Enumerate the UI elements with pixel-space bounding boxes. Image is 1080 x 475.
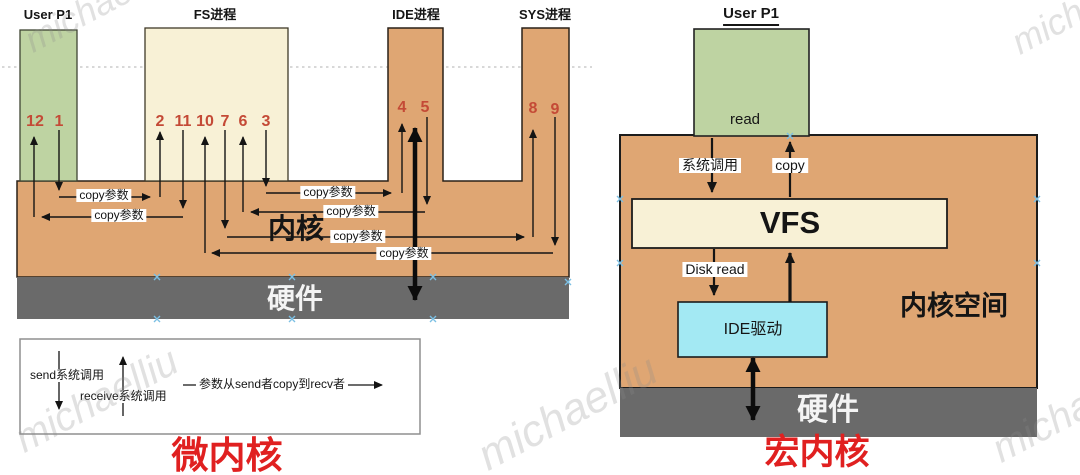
kernel-space-label: 内核空间 xyxy=(900,291,1008,321)
selection-handle xyxy=(288,273,296,281)
seq-number-1: 1 xyxy=(54,113,64,130)
ide-driver-box xyxy=(677,301,828,358)
copy-param-label-1: copy参数 xyxy=(76,188,132,203)
vfs-box xyxy=(631,198,948,249)
disk-read-label: Disk read xyxy=(682,261,748,278)
seq-number-10: 10 xyxy=(196,113,214,130)
left-kernel-label: 内核 xyxy=(267,213,325,244)
syscall-label: 系统调用 xyxy=(679,157,741,174)
ide-driver-label: IDE驱动 xyxy=(723,321,783,338)
user-p1-process-box xyxy=(19,29,78,182)
seq-number-8: 8 xyxy=(528,100,538,117)
left-process-label-ide: IDE进程 xyxy=(392,7,440,22)
seq-number-4: 4 xyxy=(397,99,407,116)
selection-handles xyxy=(153,132,1041,323)
monolithic-hardware-bar xyxy=(620,388,1037,437)
seq-number-9: 9 xyxy=(550,101,560,118)
seq-number-12: 12 xyxy=(26,113,44,130)
copy-param-label-5: copy参数 xyxy=(330,229,386,244)
legend-receive-label: receive系统调用 xyxy=(77,389,170,404)
copy-param-label-6: copy参数 xyxy=(376,246,432,261)
copy-param-label-2: copy参数 xyxy=(91,208,147,223)
seq-number-6: 6 xyxy=(238,113,248,130)
read-label: read xyxy=(729,111,761,128)
microkernel-hardware-bar xyxy=(17,277,569,319)
vfs-label: VFS xyxy=(759,205,821,240)
copy-param-label-3: copy参数 xyxy=(300,185,356,200)
user-p1-process-box-right xyxy=(693,28,810,137)
selection-handle xyxy=(616,259,624,267)
selection-handle xyxy=(1033,259,1041,267)
right-hardware-label: 硬件 xyxy=(797,392,859,427)
left-process-label-fs: FS进程 xyxy=(193,7,237,22)
left-hardware-label: 硬件 xyxy=(266,283,324,314)
seq-number-5: 5 xyxy=(420,99,430,116)
seq-number-2: 2 xyxy=(155,113,165,130)
selection-handle xyxy=(429,315,437,323)
monolithic-caption: 宏内核 xyxy=(764,433,870,472)
selection-handle xyxy=(153,273,161,281)
seq-number-3: 3 xyxy=(261,113,271,130)
seq-number-11: 11 xyxy=(174,113,192,130)
right-process-label-user-p1: User P1 xyxy=(723,5,779,26)
selection-handle xyxy=(564,278,572,286)
selection-handle xyxy=(153,315,161,323)
copy-label: copy xyxy=(772,157,808,174)
left-process-label-user-p1: User P1 xyxy=(23,7,73,22)
copy-param-label-4: copy参数 xyxy=(323,204,379,219)
selection-handle xyxy=(429,273,437,281)
microkernel-caption: 微内核 xyxy=(171,435,283,475)
legend-send-label: send系统调用 xyxy=(27,368,108,383)
selection-handle xyxy=(288,315,296,323)
selection-handle xyxy=(786,132,794,140)
selection-handle xyxy=(616,195,624,203)
legend-copy-label: 参数从send者copy到recv者 xyxy=(195,377,349,392)
seq-number-7: 7 xyxy=(220,113,230,130)
left-process-label-sys: SYS进程 xyxy=(518,7,572,22)
fs-process-box xyxy=(144,27,289,182)
selection-handle xyxy=(1033,195,1041,203)
